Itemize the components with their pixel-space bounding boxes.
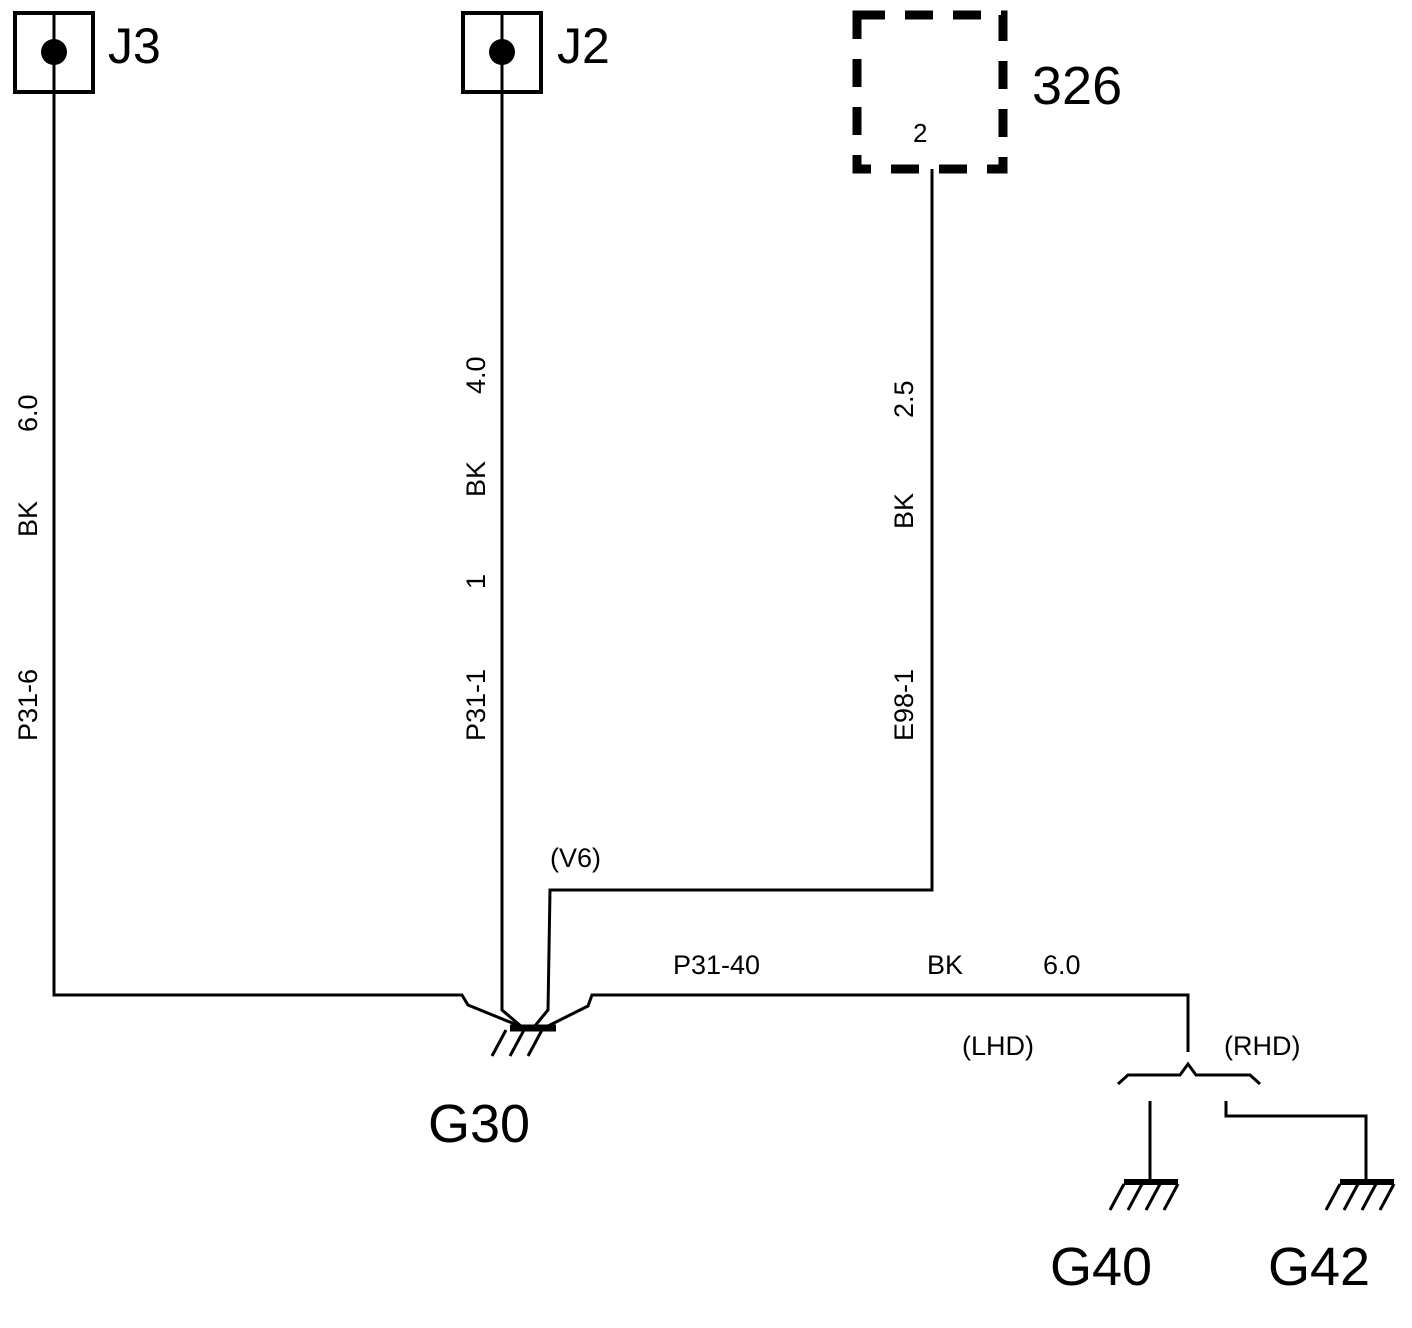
wire-j3-color: BK [13,501,43,537]
wire-j3 [52,92,523,1029]
wire-j3-labels: 6.0 BK P31-6 [13,394,43,741]
wire-j2-labels: 4.0 BK 1 P31-1 [461,356,491,741]
connector-j3: J3 [13,11,161,94]
branch-brace [1116,1061,1262,1086]
ground-g42-symbol [1324,1179,1396,1211]
wire-j2-pin: 1 [461,574,491,589]
branch-rhd-label: (RHD) [1224,1031,1300,1061]
wire-g30-out-color: BK [927,950,963,980]
wire-g30-out [545,993,1190,1052]
wire-326-color: BK [889,493,919,529]
wire-g30-out-size: 6.0 [1043,950,1081,980]
branch-lhd-label: (LHD) [962,1031,1034,1061]
connector-326-box [852,10,1008,174]
connector-j3-terminal [41,39,67,65]
connector-j2-label: J2 [557,18,610,74]
wire-326 [532,169,934,1028]
wire-j2 [500,92,523,1029]
wire-j2-color: BK [461,461,491,497]
wire-j3-circuit: P31-6 [13,669,43,741]
connector-326-pin: 2 [913,118,927,148]
ground-g40-label: G40 [1050,1237,1152,1297]
wire-j3-size: 6.0 [13,394,43,432]
wire-326-labels: 2.5 BK E98-1 [889,380,919,741]
wire-j2-size: 4.0 [461,356,491,394]
wire-326-size: 2.5 [889,380,919,418]
connector-j2: J2 [461,11,610,94]
ground-g30-symbol [490,1024,556,1057]
ground-g40-symbol [1108,1179,1180,1211]
connector-j3-label: J3 [108,18,161,74]
connector-326-label: 326 [1032,56,1122,116]
wire-g30-out-circuit: P31-40 [673,950,760,980]
wire-rhd-g42 [1224,1101,1368,1180]
ground-g30-label: G30 [428,1094,530,1154]
connector-326: 2 326 [852,10,1122,174]
connector-j2-terminal [489,39,515,65]
wire-j2-circuit: P31-1 [461,669,491,741]
wire-326-circuit: E98-1 [889,669,919,741]
wire-326-variant: (V6) [550,843,601,873]
ground-g42-label: G42 [1268,1237,1370,1297]
